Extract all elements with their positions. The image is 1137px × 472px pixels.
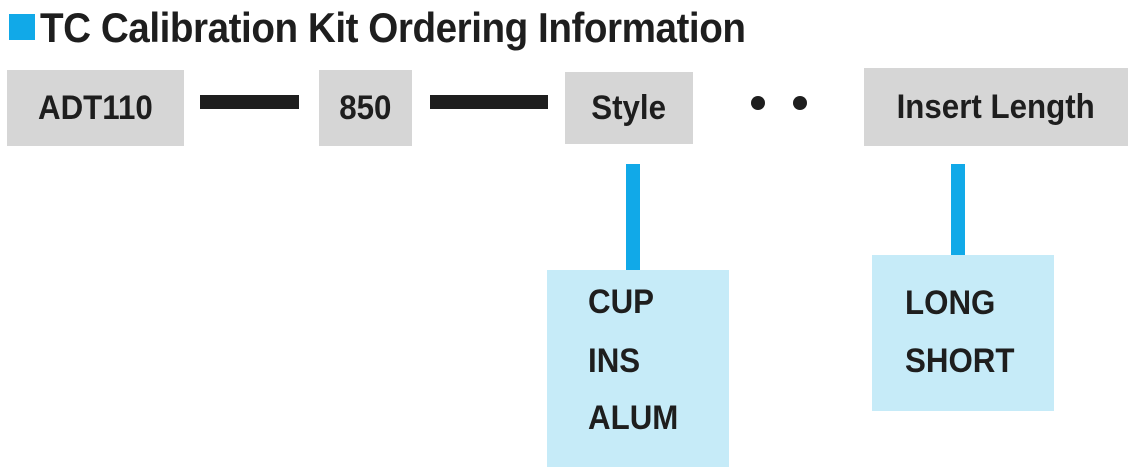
insert-length-options-box: LONG SHORT	[872, 255, 1054, 411]
segment-style: Style	[565, 72, 693, 144]
segment-insert-length-label: Insert Length	[896, 87, 1096, 126]
segment-insert-length: Insert Length	[864, 68, 1128, 146]
segment-model: ADT110	[7, 70, 184, 146]
segment-style-label: Style	[591, 88, 667, 127]
segment-number-label: 850	[339, 88, 392, 127]
insert-length-connector-line	[951, 164, 965, 255]
insert-length-option-short: SHORT	[905, 342, 1015, 380]
style-option-cup: CUP	[588, 283, 655, 321]
separator-dot-2	[793, 96, 807, 110]
separator-dash-2	[430, 95, 548, 109]
insert-length-option-long: LONG	[905, 284, 996, 322]
page-title: TC Calibration Kit Ordering Information	[40, 4, 746, 51]
segment-model-label: ADT110	[38, 88, 153, 127]
separator-dot-1	[751, 96, 765, 110]
title-bullet-square	[9, 14, 35, 40]
style-option-ins: INS	[588, 342, 641, 380]
style-options-box: CUP INS ALUM	[547, 270, 729, 467]
style-option-alum: ALUM	[588, 399, 679, 437]
separator-dash-1	[200, 95, 299, 109]
segment-number: 850	[319, 70, 412, 146]
style-connector-line	[626, 164, 640, 270]
